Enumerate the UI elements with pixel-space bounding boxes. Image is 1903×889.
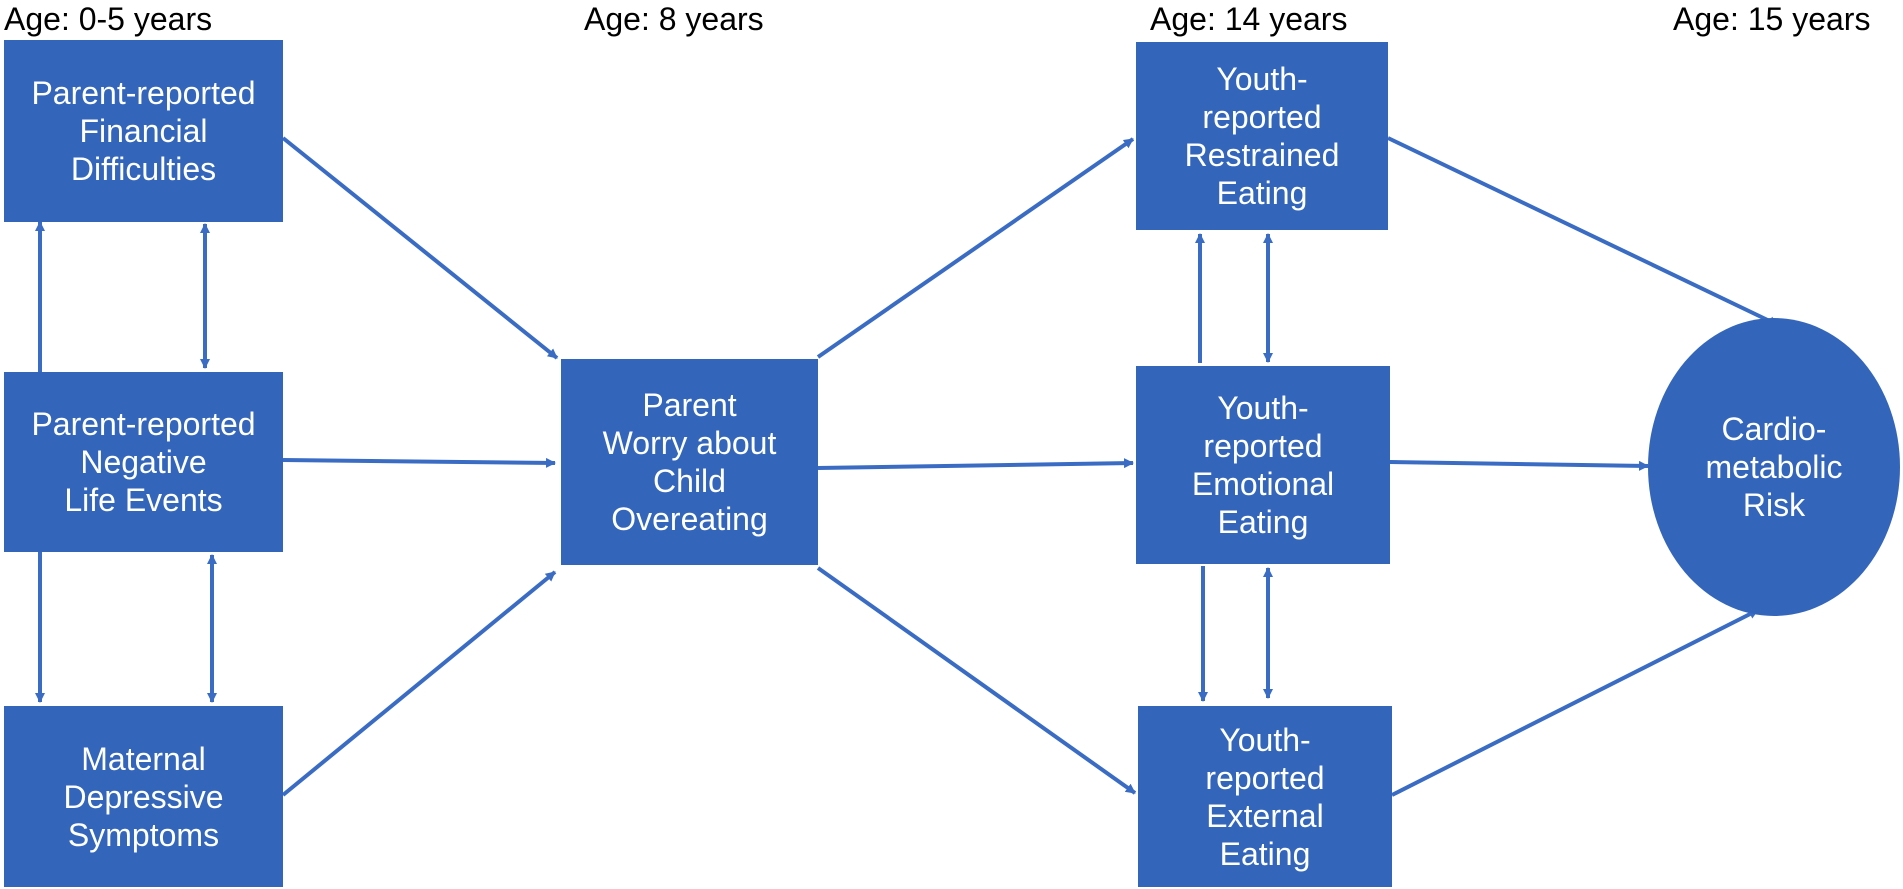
node-maternal-line3: Symptoms xyxy=(67,816,220,853)
node-worry-line1: Parent xyxy=(642,387,737,423)
arrow-worry-to-external xyxy=(816,566,1137,795)
node-restrained-line3: Restrained xyxy=(1184,137,1340,173)
node-financial-line1: Parent-reported xyxy=(31,75,256,111)
node-lifeevents-line3: Life Events xyxy=(64,482,223,518)
arrow-emotional-to-risk xyxy=(1389,460,1649,471)
node-restrained-line1: Youth- xyxy=(1216,61,1308,97)
arrow-external-to-risk xyxy=(1391,608,1759,797)
node-external-line1: Youth- xyxy=(1219,721,1311,758)
node-maternal-depressive-symptoms: Maternal Depressive Symptoms xyxy=(4,706,283,887)
node-financial-difficulties: Parent-reported Financial Difficulties xyxy=(4,40,283,222)
arrow-worry-to-emotional xyxy=(817,458,1134,470)
node-emotional-line3: Emotional xyxy=(1191,466,1335,502)
node-maternal-line1: Maternal xyxy=(81,740,206,777)
node-risk-line1: Cardio- xyxy=(1721,411,1827,447)
arrow-maternal-to-worry xyxy=(281,570,557,797)
age-label-15: Age: 15 years xyxy=(1673,1,1871,37)
arrow-restrained-to-risk xyxy=(1387,136,1779,327)
node-cardiometabolic-risk: Cardio- metabolic Risk xyxy=(1648,318,1900,616)
node-restrained-eating: Youth- reported Restrained Eating xyxy=(1136,42,1388,230)
node-parent-worry-overeating: Parent Worry about Child Overeating xyxy=(561,359,818,565)
age-label-0-5: Age: 0-5 years xyxy=(4,1,213,37)
node-emotional-line1: Youth- xyxy=(1217,390,1309,426)
node-restrained-line4: Eating xyxy=(1216,175,1308,211)
arrow-financial-to-worry xyxy=(281,136,559,360)
node-external-line2: reported xyxy=(1205,759,1325,796)
node-lifeevents-line1: Parent-reported xyxy=(31,406,256,442)
age-label-8: Age: 8 years xyxy=(584,1,764,37)
node-external-line4: Eating xyxy=(1219,835,1311,872)
node-risk-line3: Risk xyxy=(1742,487,1806,523)
age-label-14: Age: 14 years xyxy=(1150,1,1348,37)
arrow-worry-to-restrained xyxy=(816,137,1135,359)
node-external-line3: External xyxy=(1206,797,1324,834)
node-worry-line4: Overeating xyxy=(611,501,768,537)
node-restrained-line2: reported xyxy=(1202,99,1322,135)
arrow-lifeevents-to-worry xyxy=(282,457,556,468)
node-worry-line2: Worry about xyxy=(602,425,777,461)
node-emotional-line2: reported xyxy=(1203,428,1323,464)
node-risk-line2: metabolic xyxy=(1705,449,1843,485)
node-financial-line2: Financial xyxy=(79,113,208,149)
node-negative-life-events: Parent-reported Negative Life Events xyxy=(4,372,283,552)
node-maternal-line2: Depressive xyxy=(63,778,224,815)
node-emotional-line4: Eating xyxy=(1217,504,1309,540)
node-lifeevents-line2: Negative xyxy=(80,444,207,480)
node-emotional-eating: Youth- reported Emotional Eating xyxy=(1136,366,1390,564)
node-external-eating: Youth- reported External Eating xyxy=(1138,706,1392,887)
node-financial-line3: Difficulties xyxy=(70,151,217,187)
node-worry-line3: Child xyxy=(653,463,726,499)
